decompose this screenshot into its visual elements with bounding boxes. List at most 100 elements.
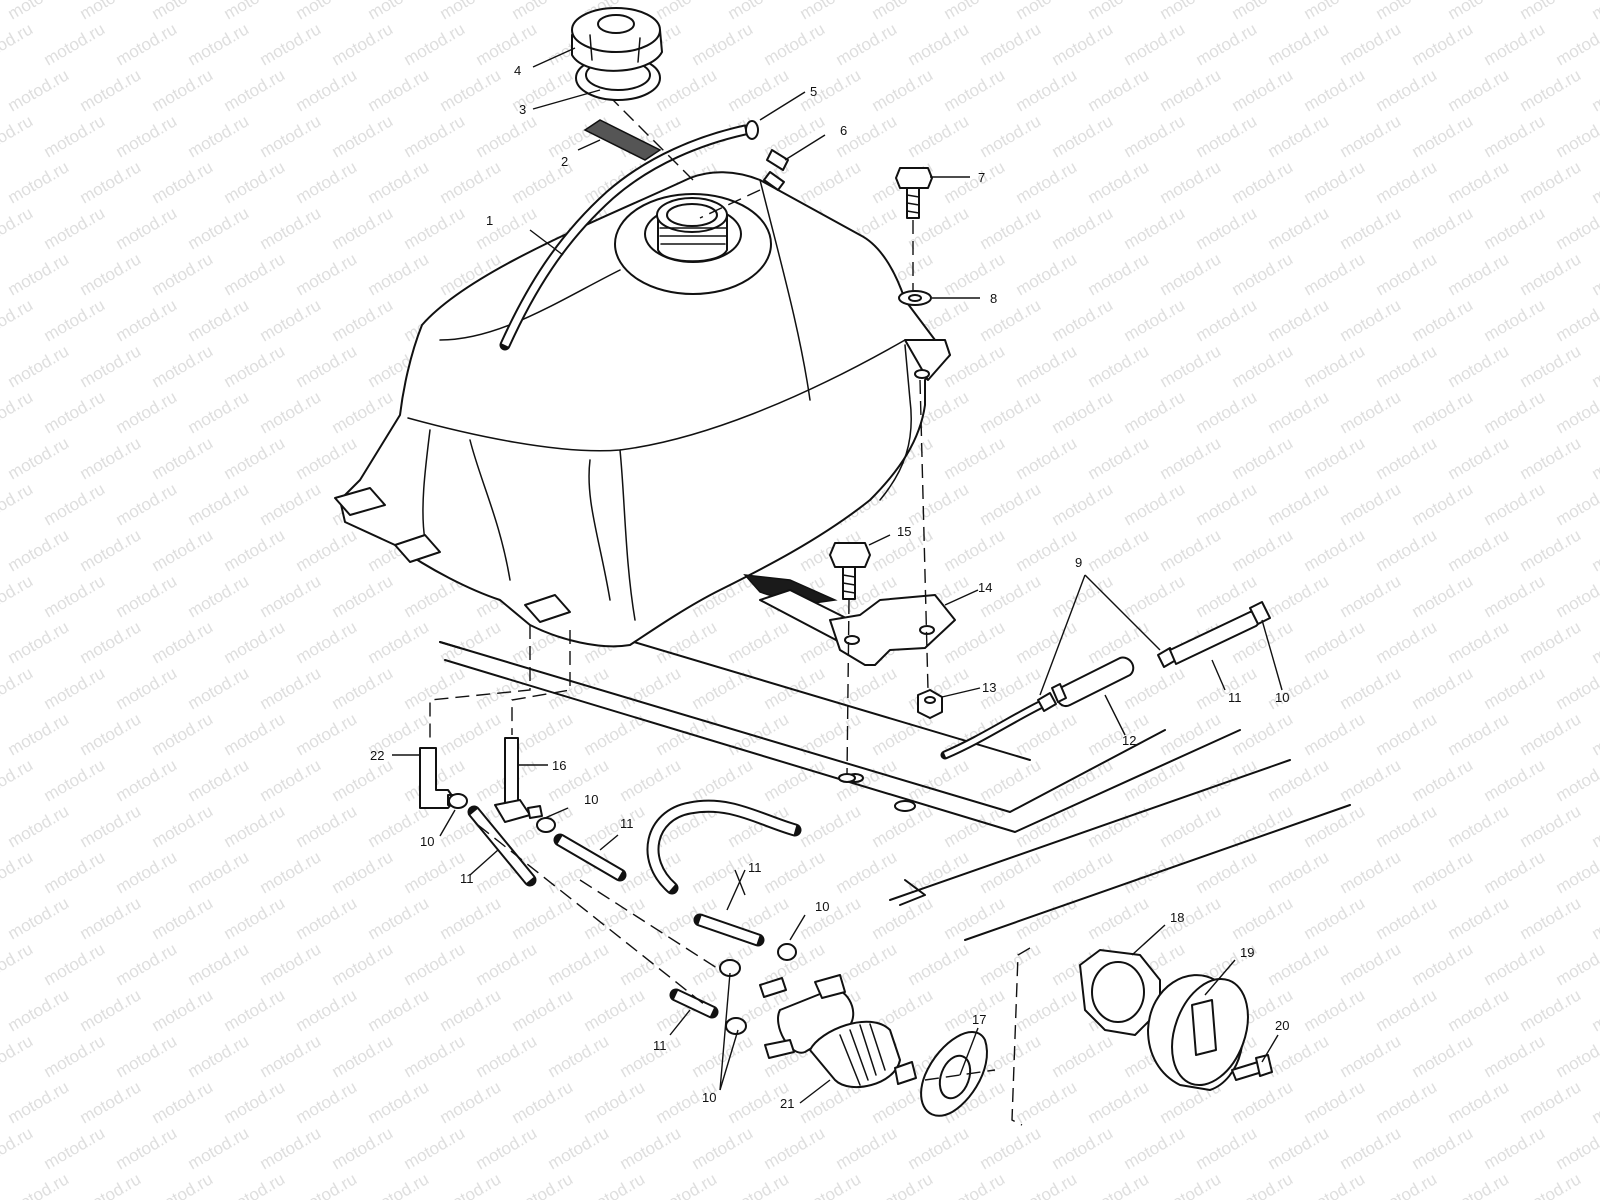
watermark-text: motod.ru [1445,157,1513,207]
watermark-text: motod.ru [905,939,973,989]
watermark-text: motod.ru [1445,0,1513,23]
watermark-text: motod.ru [1265,755,1333,805]
watermark-text: motod.ru [1049,295,1117,345]
watermark-text: motod.ru [0,111,36,161]
watermark-text: motod.ru [1337,571,1405,621]
watermark-text: motod.ru [473,19,541,69]
watermark-text: motod.ru [977,755,1045,805]
watermark-text: motod.ru [1301,525,1369,575]
watermark-text: motod.ru [185,479,253,529]
watermark-text: motod.ru [293,433,361,483]
watermark-text: motod.ru [1409,571,1477,621]
callout-12: 12 [1122,733,1136,748]
lock-ring [1079,949,1161,1036]
watermark-text: motod.ru [41,479,109,529]
watermark-text: motod.ru [833,847,901,897]
watermark-text: motod.ru [1301,341,1369,391]
watermark-text: motod.ru [725,1169,793,1200]
watermark-text: motod.ru [185,847,253,897]
watermark-text: motod.ru [329,939,397,989]
watermark-text: motod.ru [1481,1031,1549,1081]
watermark-text: motod.ru [1121,847,1189,897]
watermark-text: motod.ru [293,893,361,943]
watermark-text: motod.ru [1589,341,1600,391]
watermark-text: motod.ru [1157,433,1225,483]
watermark-text: motod.ru [1553,111,1600,161]
watermark-text: motod.ru [149,249,217,299]
watermark-text: motod.ru [1193,663,1261,713]
callout-19: 19 [1240,945,1254,960]
watermark-text: motod.ru [1121,203,1189,253]
watermark-text: motod.ru [1301,893,1369,943]
callout-22: 22 [370,748,384,763]
watermark-text: motod.ru [365,1169,433,1200]
tank-fittings [419,737,543,823]
watermark-text: motod.ru [1445,985,1513,1035]
watermark-text: motod.ru [1301,65,1369,115]
watermark-text: motod.ru [1049,111,1117,161]
watermark-text: motod.ru [869,893,937,943]
watermark-text: motod.ru [149,893,217,943]
watermark-text: motod.ru [257,847,325,897]
watermark-text: motod.ru [329,387,397,437]
watermark-text: motod.ru [293,525,361,575]
watermark-text: motod.ru [1049,19,1117,69]
watermark-text: motod.ru [77,433,145,483]
watermark-text: motod.ru [1049,387,1117,437]
watermark-text: motod.ru [1553,755,1600,805]
watermark-text: motod.ru [149,157,217,207]
watermark-text: motod.ru [293,1169,361,1200]
watermark-text: motod.ru [941,0,1009,23]
watermark-text: motod.ru [41,939,109,989]
watermark-text: motod.ru [977,1123,1045,1173]
watermark-text: motod.ru [77,1077,145,1127]
watermark-text: motod.ru [1049,479,1117,529]
watermark-text: motod.ru [1409,203,1477,253]
watermark-text: motod.ru [581,985,649,1035]
watermark-text: motod.ru [5,157,73,207]
watermark-text: motod.ru [1301,433,1369,483]
watermark-text: motod.ru [1265,479,1333,529]
watermark-text: motod.ru [1301,157,1369,207]
watermark-text: motod.ru [5,1169,73,1200]
watermark-text: motod.ru [1301,985,1369,1035]
watermark-text: motod.ru [221,249,289,299]
watermark-text: motod.ru [1589,709,1600,759]
watermark-text: motod.ru [1517,893,1585,943]
watermark-text: motod.ru [581,1077,649,1127]
watermark-text: motod.ru [1013,1077,1081,1127]
watermark-text: motod.ru [293,157,361,207]
watermark-text: motod.ru [365,249,433,299]
watermark-text: motod.ru [1409,479,1477,529]
watermark-text: motod.ru [149,801,217,851]
watermark-text: motod.ru [1373,893,1441,943]
watermark-text: motod.ru [1481,755,1549,805]
watermark-text: motod.ru [5,985,73,1035]
watermark-text: motod.ru [365,0,433,23]
watermark-text: motod.ru [1373,249,1441,299]
watermark-text: motod.ru [329,203,397,253]
watermark-text: motod.ru [437,1077,505,1127]
watermark-text: motod.ru [1337,387,1405,437]
watermark-text: motod.ru [1445,801,1513,851]
watermark-text: motod.ru [1013,525,1081,575]
watermark-text: motod.ru [653,1169,721,1200]
watermark-text: motod.ru [1229,1169,1297,1200]
callout-16: 16 [552,758,566,773]
watermark-text: motod.ru [941,1169,1009,1200]
watermark-text: motod.ru [329,19,397,69]
watermark-text: motod.ru [113,479,181,529]
watermark-text: motod.ru [41,295,109,345]
watermark-text: motod.ru [185,203,253,253]
watermark-text: motod.ru [77,617,145,667]
watermark-text: motod.ru [545,663,613,713]
watermark-text: motod.ru [1589,1169,1600,1200]
watermark-text: motod.ru [1265,571,1333,621]
watermark-text: motod.ru [221,65,289,115]
watermark-text: motod.ru [1481,387,1549,437]
watermark-text: motod.ru [41,111,109,161]
watermark-text: motod.ru [1301,709,1369,759]
watermark-text: motod.ru [5,433,73,483]
watermark-text: motod.ru [1157,801,1225,851]
watermark-text: motod.ru [293,249,361,299]
